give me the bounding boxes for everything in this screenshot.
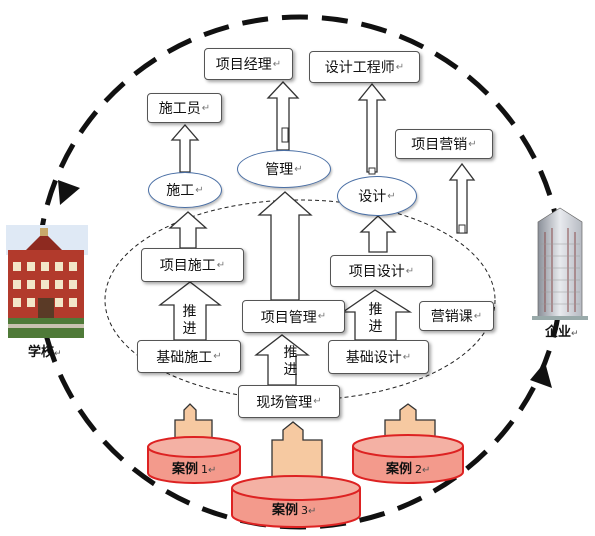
return-mark: ↵	[387, 190, 396, 202]
inner-dashed-ellipse	[104, 199, 496, 401]
arrow-case3-up	[271, 421, 323, 491]
case-cylinder-3	[231, 475, 361, 528]
return-mark: ↵	[402, 351, 412, 363]
node-constructor: 施工员↵	[147, 93, 222, 123]
return-mark: ↵	[216, 259, 226, 271]
enterprise-text: 企业	[545, 325, 572, 340]
return-mark: ↵	[395, 61, 405, 73]
case-number: 2	[415, 463, 423, 476]
node-design-engineer: 设计工程师↵	[309, 51, 420, 83]
node-label: 设计工程师	[324, 60, 395, 76]
arrow-project-to-construction	[168, 211, 208, 249]
return-mark: ↵	[213, 351, 222, 362]
node-label: 项目经理	[215, 57, 272, 73]
node-label: 项目管理	[260, 309, 317, 326]
arrow-case1-up	[174, 403, 213, 446]
node-site-management: 现场管理↵	[238, 385, 340, 418]
stem-mark-1	[281, 127, 289, 143]
node-label: 基础设计	[345, 350, 402, 366]
return-mark: ↵	[313, 396, 322, 407]
node-label: 施工	[166, 183, 195, 199]
node-label: 项目施工	[159, 258, 216, 274]
return-mark: ↵	[468, 138, 477, 150]
push-text: 推进	[283, 345, 298, 378]
case-text: 案例	[172, 462, 199, 477]
node-label: 管理	[265, 162, 294, 178]
arrow-basic-to-project-construction	[158, 281, 222, 341]
return-mark: ↵	[308, 506, 317, 517]
push-label-construction: 推进	[182, 304, 200, 338]
node-label: 营销课	[430, 309, 473, 325]
arrow-basic-to-project-design	[340, 289, 413, 341]
return-mark: ↵	[405, 265, 415, 277]
node-label: 施工员	[158, 101, 201, 117]
node-project-construction: 项目施工↵	[141, 248, 244, 282]
arrow-management-to-project-manager	[266, 81, 300, 151]
return-mark: ↵	[422, 465, 431, 476]
arrow-to-project-marketing	[448, 162, 476, 234]
case-cylinder-2	[352, 434, 464, 484]
school-text: 学校	[28, 345, 55, 360]
node-label: 项目设计	[348, 264, 405, 280]
node-label: 基础施工	[156, 349, 213, 366]
node-project-manager: 项目经理↵	[204, 48, 293, 80]
enterprise-building-icon	[532, 207, 588, 320]
node-construction: 施工↵	[148, 172, 222, 208]
node-basic-construction: 基础施工↵	[137, 340, 241, 373]
arrow-construction-to-constructor	[170, 124, 200, 173]
stem-mark-2	[368, 167, 376, 175]
return-mark: ↵	[208, 465, 217, 476]
return-mark: ↵	[195, 184, 204, 196]
return-mark: ↵	[294, 163, 303, 175]
arrow-design-to-design-engineer	[357, 82, 387, 173]
node-project-design: 项目设计↵	[330, 255, 433, 287]
case-number: 1	[201, 463, 209, 476]
arrow-project-design-to-design	[359, 215, 397, 253]
node-design: 设计↵	[337, 176, 417, 216]
school-building-icon	[6, 225, 88, 338]
cycle-arrow-left-icon	[58, 180, 80, 205]
return-mark: ↵	[571, 329, 579, 339]
node-project-marketing: 项目营销↵	[395, 129, 493, 159]
node-basic-design: 基础设计↵	[328, 340, 429, 374]
return-mark: ↵	[201, 102, 211, 114]
push-text: 推进	[368, 302, 383, 335]
push-label-management: 推进	[283, 345, 301, 379]
push-text: 推进	[182, 304, 197, 337]
node-label: 设计	[358, 189, 387, 205]
cycle-arrow-right-icon	[530, 362, 552, 388]
node-label: 现场管理	[256, 394, 313, 411]
case-number: 3	[301, 504, 309, 517]
case-text: 案例	[272, 503, 299, 518]
stem-mark-3	[458, 224, 466, 234]
node-project-management: 项目管理↵	[242, 300, 345, 333]
case-text: 案例	[386, 462, 413, 477]
node-marketing-course: 营销课↵	[419, 301, 494, 331]
return-mark: ↵	[54, 349, 62, 359]
enterprise-label: 企业↵	[545, 321, 579, 340]
node-management: 管理↵	[237, 150, 331, 188]
return-mark: ↵	[317, 311, 327, 322]
node-label: 项目营销	[411, 137, 468, 153]
return-mark: ↵	[473, 310, 483, 322]
return-mark: ↵	[272, 58, 282, 70]
case-cylinder-1	[147, 436, 241, 484]
arrow-site-to-project-management	[254, 334, 310, 386]
push-label-design: 推进	[368, 302, 386, 336]
arrow-project-management-to-management	[257, 191, 313, 301]
school-label: 学校↵	[28, 341, 62, 360]
